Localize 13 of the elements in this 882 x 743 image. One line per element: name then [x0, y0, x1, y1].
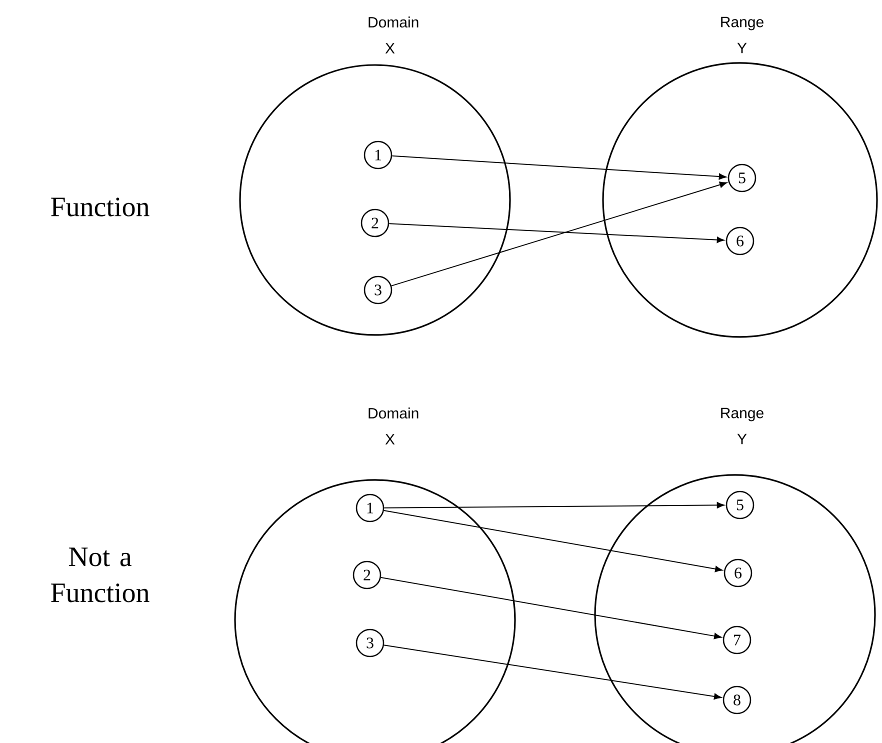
- node-label: Range Y: [721, 408, 764, 444]
- arrow: [391, 182, 728, 286]
- row-label: Not a Function: [51, 548, 150, 602]
- arrow: [392, 155, 726, 180]
- arrow: [380, 576, 722, 640]
- node-label: Domain X: [368, 408, 418, 444]
- arrow: [383, 510, 723, 572]
- arrow: [384, 644, 722, 700]
- arrow: [388, 223, 724, 243]
- row-label: Function: [51, 198, 150, 216]
- node-label: Domain X: [368, 16, 418, 54]
- node-label: Range Y: [721, 16, 764, 54]
- arrow: [384, 502, 724, 508]
